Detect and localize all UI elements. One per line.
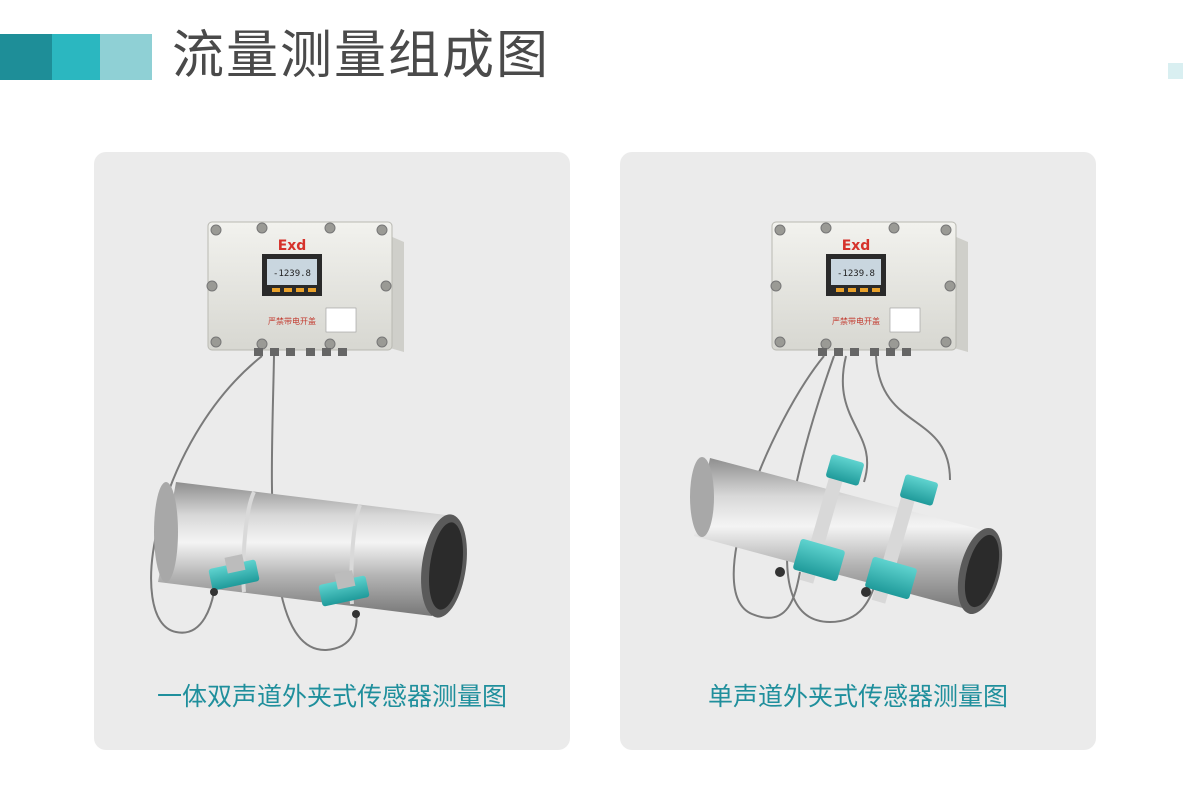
clamp-rail-2	[861, 474, 938, 604]
dual-channel-illustration: Exd -1239.8 严禁带电开盖	[150, 221, 467, 652]
display-value: -1239.8	[273, 269, 311, 279]
accent-bar-medium	[52, 34, 100, 80]
transducer-1	[208, 554, 260, 596]
transducer-2	[318, 570, 370, 618]
accent-bar-light	[100, 34, 152, 80]
sensor-cables	[732, 355, 951, 624]
flowmeter-enclosure: Exd -1239.8 严禁带电开盖	[206, 221, 404, 356]
accent-bar-dark	[0, 34, 52, 80]
page-title: 流量测量组成图	[172, 26, 551, 86]
sensor-cables	[150, 355, 358, 652]
caption-single-channel: 单声道外夹式传感器测量图	[707, 682, 1008, 711]
brand-mark: Exd	[842, 238, 871, 254]
panel-dual-channel: Exd -1239.8 严禁带电开盖	[94, 152, 570, 750]
single-channel-illustration: Exd -1239.8 严禁带电开盖	[690, 221, 1003, 624]
caption-dual-channel: 一体双声道外夹式传感器测量图	[156, 682, 507, 711]
flowmeter-enclosure: Exd -1239.8 严禁带电开盖	[770, 221, 968, 356]
warning-label: 严禁带电开盖	[268, 316, 316, 326]
warning-label: 严禁带电开盖	[832, 316, 880, 326]
panel-single-channel: Exd -1239.8 严禁带电开盖	[620, 152, 1096, 750]
display-value: -1239.8	[837, 269, 875, 279]
corner-decoration	[1168, 63, 1183, 79]
pipe	[154, 482, 467, 618]
brand-mark: Exd	[278, 238, 307, 254]
clamp-rail-1	[775, 454, 864, 584]
header-accent-bars	[0, 34, 152, 80]
